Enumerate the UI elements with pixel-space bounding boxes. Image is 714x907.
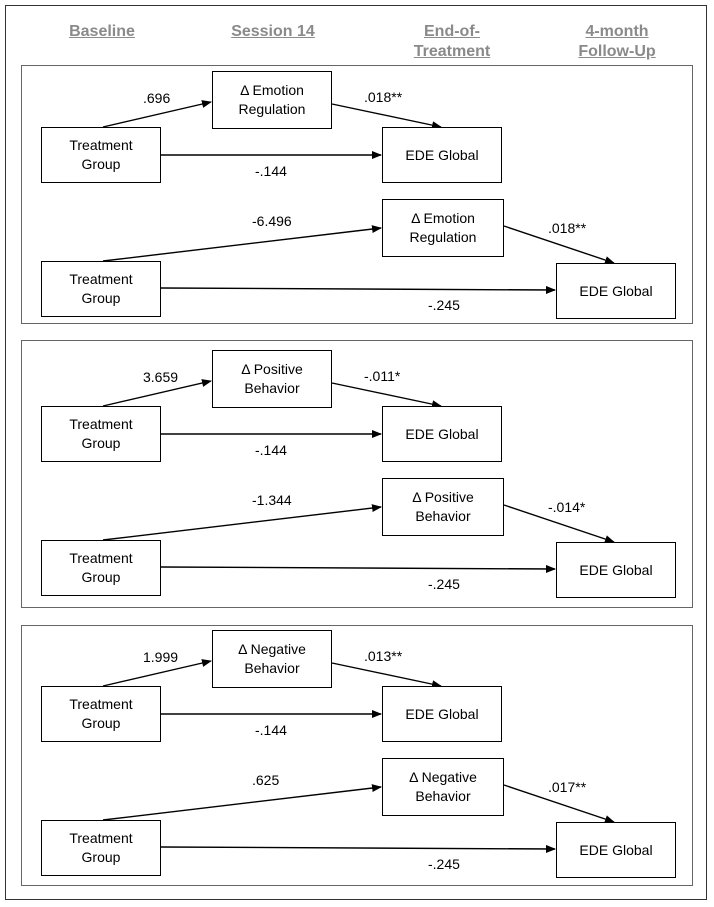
path-a-coefficient-bottom: .625 — [252, 772, 280, 788]
outcome-box-end-of-treatment: EDE Global — [382, 406, 502, 462]
treatment-group-box-top-line-1: Treatment — [69, 416, 133, 432]
path-b-arrow-bottom — [503, 504, 615, 543]
path-b-arrow-bottom — [503, 784, 615, 823]
path-b-arrow-top — [331, 103, 442, 130]
path-a-arrow-bottom — [102, 504, 382, 541]
outcome-box-end-of-treatment: EDE Global — [382, 127, 502, 183]
panel-negative-behavior — [21, 625, 693, 886]
path-a-coefficient-top: 3.659 — [143, 369, 179, 385]
path-a-arrow-bottom — [102, 225, 382, 262]
outcome-box-follow-up-line-1: EDE Global — [579, 841, 653, 858]
treatment-group-box-top-line-2: Group — [81, 156, 121, 172]
mediator-box-top-line-2: Regulation — [238, 101, 306, 117]
outcome-box-end-of-treatment: EDE Global — [382, 686, 502, 742]
mediator-box-bottom-line-2: Behavior — [415, 788, 471, 804]
path-c-coefficient-top: -.144 — [255, 442, 287, 458]
path-c-coefficient-top: -.144 — [255, 722, 287, 738]
path-a-arrow-top — [102, 379, 212, 407]
path-c-arrow-bottom — [160, 844, 556, 853]
path-b-coefficient-top: .018** — [364, 89, 403, 105]
path-c-coefficient-bottom: -.245 — [428, 297, 460, 313]
outcome-box-follow-up-line-1: EDE Global — [579, 282, 653, 299]
header-4-month-follow-up: 4-month Follow-Up — [578, 23, 656, 60]
mediator-box-top-line-1: Δ Emotion — [240, 82, 304, 98]
path-b-arrow-bottom — [503, 225, 615, 264]
header-baseline: Baseline — [69, 23, 135, 40]
path-a-coefficient-top: 1.999 — [143, 649, 179, 665]
panel-positive-behavior — [21, 340, 693, 608]
treatment-group-box-top-line-2: Group — [81, 715, 121, 731]
path-b-coefficient-bottom: -.014* — [548, 499, 586, 515]
mediator-box-bottom-line-1: Δ Negative — [409, 769, 477, 785]
treatment-group-box-bottom-line-2: Group — [81, 290, 121, 306]
treatment-group-box-bottom-line-2: Group — [81, 569, 121, 585]
mediator-box-bottom-line-2: Behavior — [415, 508, 471, 524]
path-a-arrow-top — [102, 100, 212, 128]
path-c-arrow-bottom — [160, 285, 556, 294]
header-session-14: Session 14 — [231, 23, 315, 40]
header-end-of-treatment: End-of- Treatment — [413, 23, 491, 60]
path-b-coefficient-top: .013** — [364, 648, 403, 664]
mediator-box-bottom-line-2: Regulation — [409, 229, 477, 245]
mediator-box-top-line-1: Δ Negative — [238, 641, 306, 657]
treatment-group-box-bottom-line-2: Group — [81, 849, 121, 865]
figure-frame — [5, 5, 707, 900]
path-a-coefficient-top: .696 — [143, 90, 171, 106]
outcome-box-follow-up-line-1: EDE Global — [579, 561, 653, 578]
mediator-box-bottom-line-1: Δ Emotion — [411, 210, 475, 226]
treatment-group-box-top-line-2: Group — [81, 435, 121, 451]
path-b-coefficient-bottom: .018** — [548, 220, 587, 236]
treatment-group-box-top-line-1: Treatment — [69, 696, 133, 712]
panel-emotion-regulation — [21, 65, 693, 324]
path-b-coefficient-bottom: .017** — [548, 779, 587, 795]
outcome-box-end-of-treatment-line-1: EDE Global — [405, 146, 479, 163]
mediator-box-top-line-2: Behavior — [244, 660, 300, 676]
outcome-box-follow-up: EDE Global — [556, 542, 676, 598]
path-b-arrow-top — [331, 662, 442, 689]
mediator-box-top-line-2: Behavior — [244, 380, 300, 396]
treatment-group-box-bottom-line-1: Treatment — [69, 830, 133, 846]
treatment-group-box-bottom-line-1: Treatment — [69, 550, 133, 566]
path-c-arrow-bottom — [160, 564, 556, 573]
mediator-box-bottom-line-1: Δ Positive — [412, 489, 474, 505]
path-c-coefficient-top: -.144 — [255, 163, 287, 179]
path-c-coefficient-bottom: -.245 — [428, 856, 460, 872]
path-a-arrow-bottom — [102, 784, 382, 821]
treatment-group-box-bottom-line-1: Treatment — [69, 271, 133, 287]
treatment-group-box-top-line-1: Treatment — [69, 137, 133, 153]
path-b-arrow-top — [331, 382, 442, 409]
path-b-coefficient-top: -.011* — [364, 368, 401, 384]
path-a-arrow-top — [102, 659, 212, 687]
path-c-coefficient-bottom: -.245 — [428, 576, 460, 592]
outcome-box-follow-up: EDE Global — [556, 263, 676, 319]
path-a-coefficient-bottom: -1.344 — [252, 492, 292, 508]
path-a-coefficient-bottom: -6.496 — [252, 213, 292, 229]
outcome-box-follow-up: EDE Global — [556, 822, 676, 878]
outcome-box-end-of-treatment-line-1: EDE Global — [405, 705, 479, 722]
outcome-box-end-of-treatment-line-1: EDE Global — [405, 425, 479, 442]
mediator-box-top-line-1: Δ Positive — [241, 361, 303, 377]
